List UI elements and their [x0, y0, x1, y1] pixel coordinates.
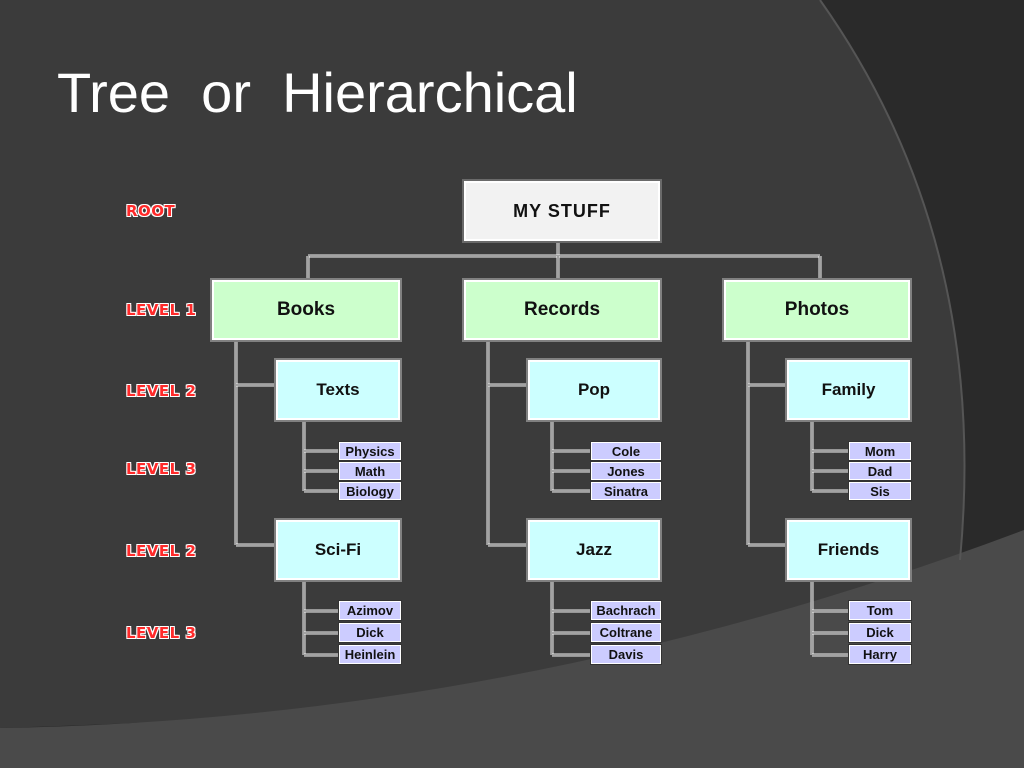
level-label-3a: LEVEL 3 — [126, 460, 197, 478]
leaf-node-jones: Jones — [590, 461, 662, 481]
group-node-sci-fi: Sci-Fi — [274, 518, 402, 582]
leaf-node-heinlein: Heinlein — [338, 644, 402, 665]
group-node-jazz: Jazz — [526, 518, 662, 582]
leaf-node-dick: Dick — [338, 622, 402, 643]
leaf-node-dick-2: Dick — [848, 622, 912, 643]
root-node: MY STUFF — [462, 179, 662, 243]
group-node-pop: Pop — [526, 358, 662, 422]
level-label-2b: LEVEL 2 — [126, 542, 197, 560]
level-label-1: LEVEL 1 — [126, 301, 197, 319]
leaf-node-mom: Mom — [848, 441, 912, 461]
group-node-friends: Friends — [785, 518, 912, 582]
leaf-node-cole: Cole — [590, 441, 662, 461]
leaf-node-math: Math — [338, 461, 402, 481]
group-node-family: Family — [785, 358, 912, 422]
category-node-books: Books — [210, 278, 402, 342]
leaf-node-physics: Physics — [338, 441, 402, 461]
leaf-node-tom: Tom — [848, 600, 912, 621]
leaf-node-coltrane: Coltrane — [590, 622, 662, 643]
leaf-node-dad: Dad — [848, 461, 912, 481]
slide-title: Tree or Hierarchical — [57, 61, 578, 124]
category-node-records: Records — [462, 278, 662, 342]
group-node-texts: Texts — [274, 358, 402, 422]
level-label-2a: LEVEL 2 — [126, 382, 197, 400]
leaf-node-davis: Davis — [590, 644, 662, 665]
leaf-node-azimov: Azimov — [338, 600, 402, 621]
leaf-node-sinatra: Sinatra — [590, 481, 662, 501]
level-label-3b: LEVEL 3 — [126, 624, 197, 642]
leaf-node-bachrach: Bachrach — [590, 600, 662, 621]
leaf-node-biology: Biology — [338, 481, 402, 501]
level-label-root: ROOT — [126, 202, 176, 220]
leaf-node-harry: Harry — [848, 644, 912, 665]
leaf-node-sis: Sis — [848, 481, 912, 501]
category-node-photos: Photos — [722, 278, 912, 342]
